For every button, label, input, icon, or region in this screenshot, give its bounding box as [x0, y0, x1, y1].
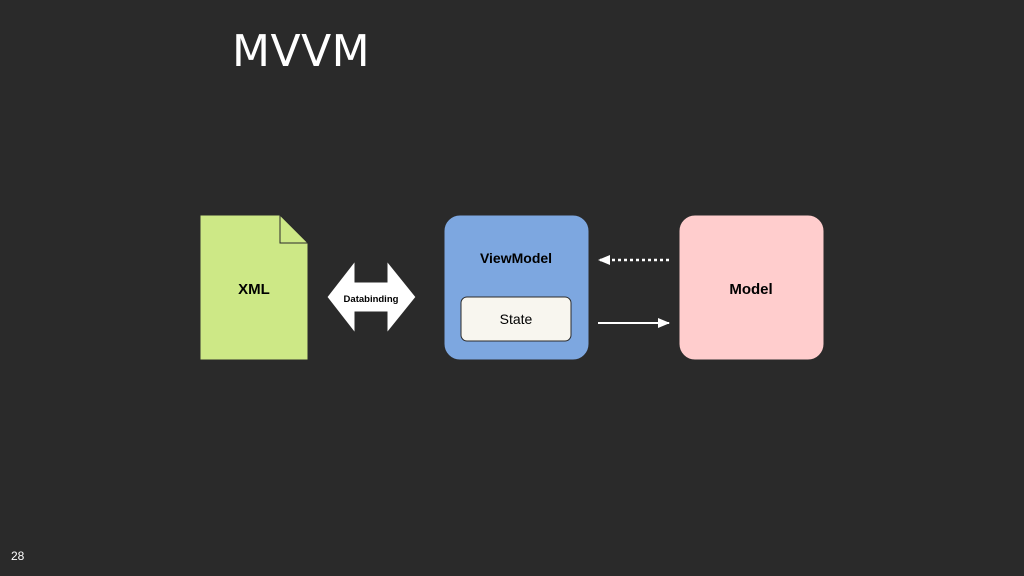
databinding-arrow: Databinding: [326, 259, 417, 335]
state-label: State: [500, 311, 533, 327]
state-box: [460, 296, 572, 342]
databinding-arrow-shape: [326, 259, 417, 335]
model-box: [678, 214, 825, 361]
page-number: 28: [11, 549, 25, 563]
databinding-label: Databinding: [344, 294, 399, 305]
viewmodel-label: ViewModel: [480, 250, 552, 266]
slide-title: MVVM: [232, 26, 371, 77]
xml-label: XML: [238, 281, 270, 298]
model-label: Model: [729, 281, 772, 298]
xml-node: XML: [199, 214, 309, 361]
xml-document-shape: [199, 214, 309, 361]
xml-folded-corner: [279, 215, 308, 244]
model-node: Model: [678, 214, 825, 361]
viewmodel-node: ViewModel State: [443, 214, 590, 361]
